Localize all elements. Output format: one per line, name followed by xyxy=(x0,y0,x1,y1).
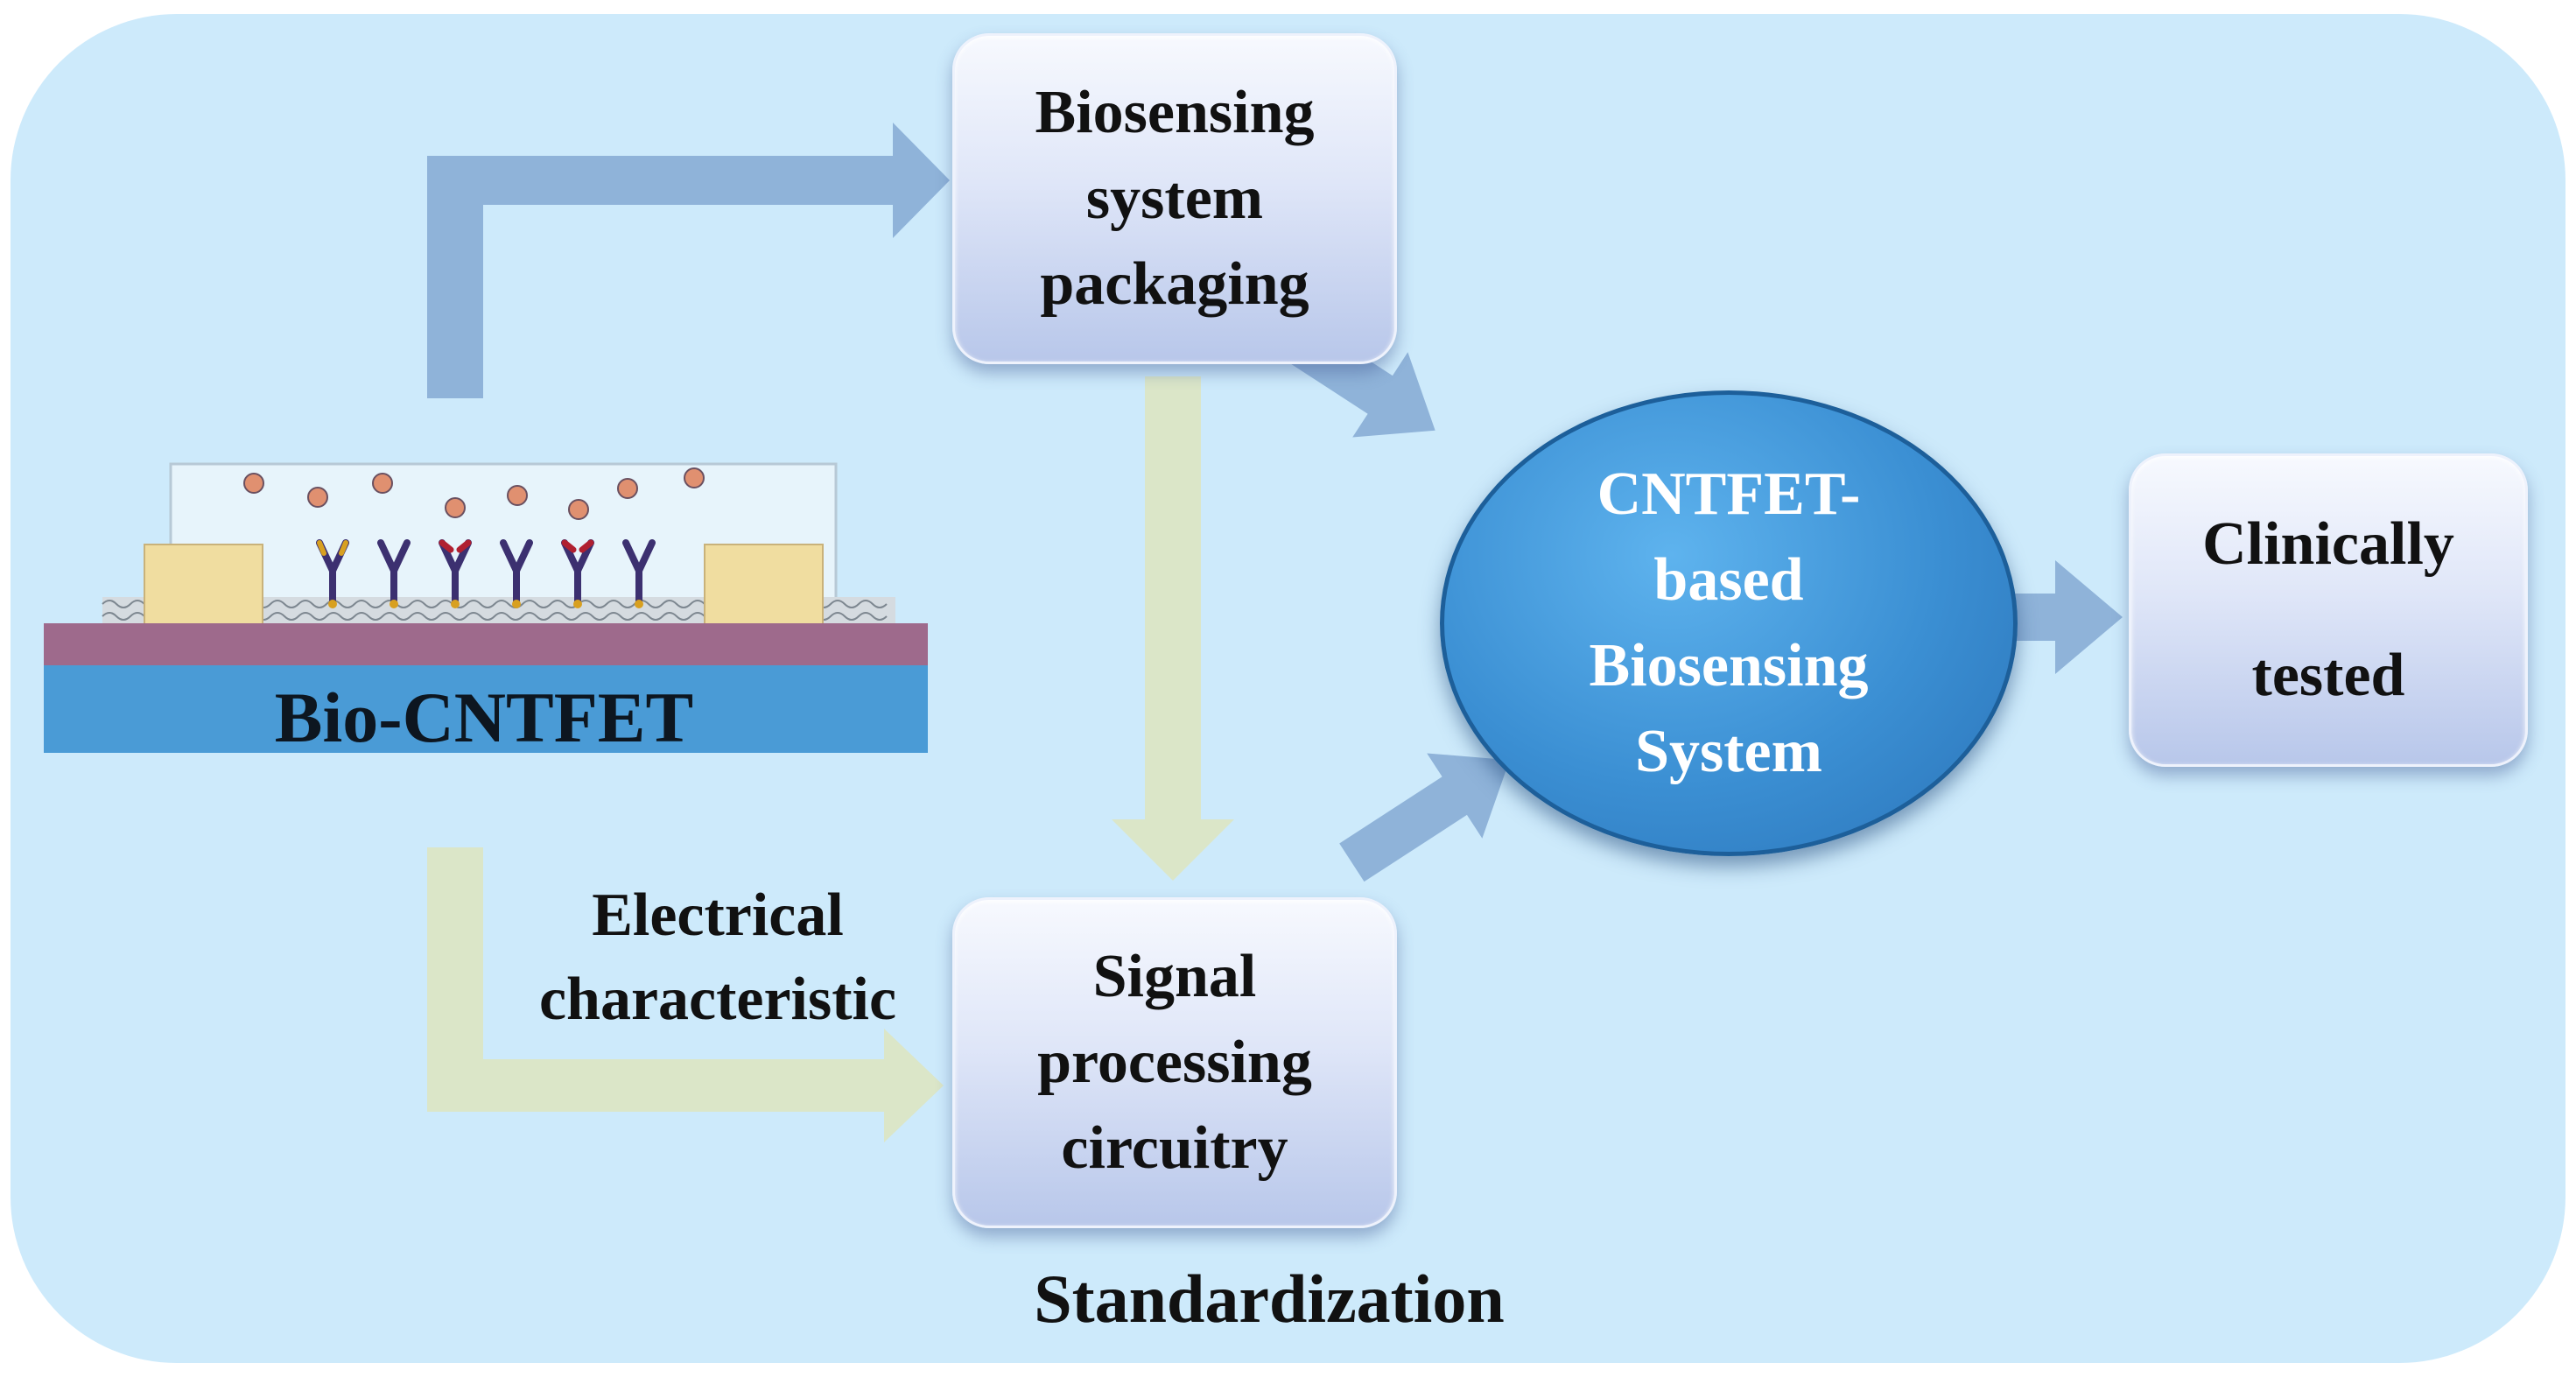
node-clinically-tested-line-2: tested xyxy=(2251,642,2405,709)
node-cntfet-system-line-3: Biosensing xyxy=(1589,632,1869,699)
node-cntfet-system-line-2: based xyxy=(1653,546,1804,614)
node-biosensing-packaging: Biosensing system packaging xyxy=(952,33,1397,364)
arrow-device-to-packaging xyxy=(427,123,950,398)
node-biosensing-packaging-line-1: Biosensing xyxy=(1035,79,1315,146)
label-standardization: Standardization xyxy=(1034,1261,1505,1337)
arrow-signal-to-system xyxy=(1339,753,1510,882)
arrow-device-to-signal xyxy=(427,847,944,1142)
antibodies xyxy=(316,539,656,608)
node-cntfet-system: CNTFET- based Biosensing System xyxy=(1440,390,2018,856)
label-electrical-line-2: characteristic xyxy=(538,966,897,1033)
node-signal-processing: Signal processing circuitry xyxy=(952,897,1397,1228)
bio-cntfet-device-illustration xyxy=(44,462,928,753)
arrow-packaging-to-signal xyxy=(1112,376,1234,881)
node-clinically-tested: Clinically tested xyxy=(2129,453,2528,767)
node-biosensing-packaging-line-3: packaging xyxy=(1040,250,1309,318)
node-cntfet-system-line-4: System xyxy=(1635,718,1822,785)
arrow-system-to-clinical xyxy=(2010,560,2123,674)
node-biosensing-packaging-line-2: system xyxy=(1085,165,1264,232)
drain-electrode xyxy=(704,544,824,626)
source-electrode xyxy=(144,544,263,626)
node-clinically-tested-line-1: Clinically xyxy=(2202,510,2454,578)
label-electrical-characteristic: Electrical characteristic xyxy=(499,874,937,1042)
node-signal-processing-line-3: circuitry xyxy=(1061,1114,1288,1182)
node-cntfet-system-line-1: CNTFET- xyxy=(1597,460,1861,528)
substrate-layer xyxy=(44,665,928,753)
dielectric-layer xyxy=(44,623,928,665)
antigens xyxy=(243,467,705,520)
node-signal-processing-line-2: processing xyxy=(1037,1029,1312,1096)
node-signal-processing-line-1: Signal xyxy=(1092,943,1257,1010)
bio-cntfet-label: Bio-CNTFET xyxy=(274,678,694,757)
label-electrical-line-1: Electrical xyxy=(592,882,844,949)
